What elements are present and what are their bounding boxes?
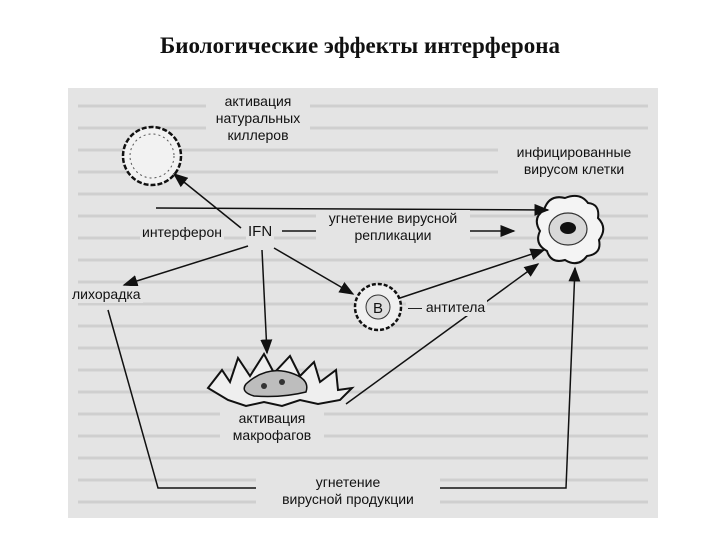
infected-label-line-1: инфицированные [516,144,632,160]
nk-label-line-2: натуральных [215,110,301,126]
virus-production-suppression-label: угнетение вирусной продукции [256,474,440,508]
infected-cells-label: инфицированные вирусом клетки [498,144,650,178]
arrows [107,173,581,489]
production-label-line-1: угнетение [315,474,381,490]
antibodies-label: — антитела [406,299,488,316]
ifn-label: IFN [246,223,275,240]
nk-activation-label: активация натуральных киллеров [206,93,310,144]
infected-cell-drawing [535,194,605,265]
infected-label-line-2: вирусом клетки [523,161,625,177]
slide-title: Биологические эффекты интерферона [160,33,560,58]
nk-label-line-1: активация [224,93,292,109]
replication-label-line-1: угнетение вирусной [328,210,458,226]
macrophage-label-line-2: макрофагов [232,427,312,443]
macrophage-label-line-1: активация [238,410,306,426]
interferon-label: интерферон [140,224,224,241]
b-cell-drawing: B [353,282,403,332]
b-cell-label: B [373,300,383,317]
macrophage-drawing [206,352,355,408]
fever-label: лихорадка [70,286,143,303]
production-label-line-2: вирусной продукции [282,491,414,507]
macrophage-activation-label: активация макрофагов [220,410,324,444]
nk-label-line-3: киллеров [227,127,289,143]
replication-label-line-2: репликации [354,227,432,243]
nk-cell-drawing [121,125,183,187]
replication-suppression-label: угнетение вирусной репликации [316,210,470,244]
interferon-effects-diagram: B активация натуральных киллеров инфицир… [68,88,658,518]
